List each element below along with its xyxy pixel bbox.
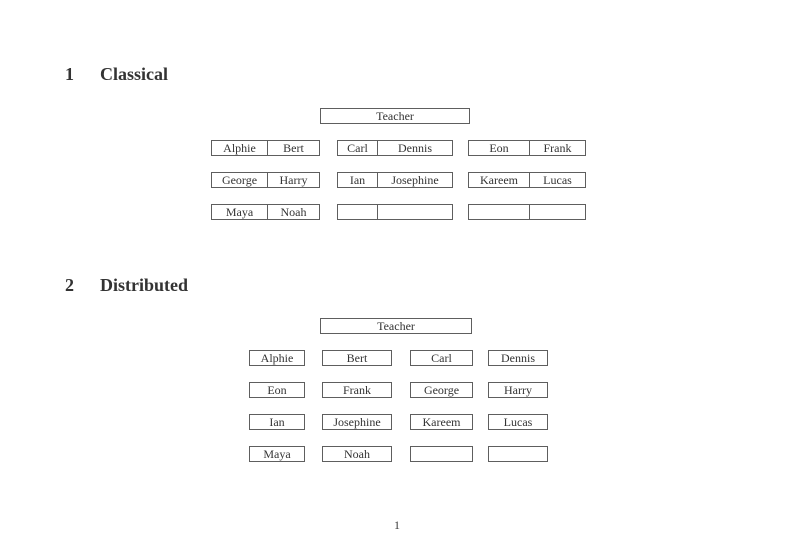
desk: Eon Frank xyxy=(468,140,586,156)
seat-empty xyxy=(469,205,530,219)
seat-box: Dennis xyxy=(488,350,548,366)
section-title: Classical xyxy=(100,64,169,84)
section-title: Distributed xyxy=(100,275,189,295)
seat-box: Noah xyxy=(322,446,392,462)
desk: George Harry xyxy=(211,172,320,188)
desk: Alphie Bert xyxy=(211,140,320,156)
seat: George xyxy=(212,173,268,187)
desk-empty xyxy=(468,204,586,220)
seat: Ian xyxy=(338,173,378,187)
seat-box: Eon xyxy=(249,382,305,398)
seat-box-empty xyxy=(410,446,473,462)
seat-box: George xyxy=(410,382,473,398)
seat-box: Maya xyxy=(249,446,305,462)
desk: Maya Noah xyxy=(211,204,320,220)
seat-empty xyxy=(378,205,452,219)
section-number: 2 xyxy=(65,275,74,295)
section-number: 1 xyxy=(65,64,74,84)
page-number: 1 xyxy=(394,518,400,532)
seat-empty xyxy=(530,205,585,219)
seat: Maya xyxy=(212,205,268,219)
seat: Eon xyxy=(469,141,530,155)
seat-box: Lucas xyxy=(488,414,548,430)
seat: Noah xyxy=(280,205,307,219)
section-heading-distributed: 2 Distributed xyxy=(65,276,188,295)
teacher-box-classical: Teacher xyxy=(320,108,470,124)
seat: Kareem xyxy=(469,173,530,187)
desk: Kareem Lucas xyxy=(468,172,586,188)
desk: Ian Josephine xyxy=(337,172,453,188)
seat-box: Harry xyxy=(488,382,548,398)
seat: Bert xyxy=(283,141,304,155)
seat: Lucas xyxy=(543,173,572,187)
seat-box: Ian xyxy=(249,414,305,430)
seat-box: Josephine xyxy=(322,414,392,430)
seat: Frank xyxy=(543,141,572,155)
seat: Carl xyxy=(338,141,378,155)
desk-empty xyxy=(337,204,453,220)
seat-box: Alphie xyxy=(249,350,305,366)
seat: Josephine xyxy=(391,173,439,187)
seat-box-empty xyxy=(488,446,548,462)
seat-box: Frank xyxy=(322,382,392,398)
seat: Dennis xyxy=(398,141,432,155)
seat: Alphie xyxy=(212,141,268,155)
section-heading-classical: 1 Classical xyxy=(65,65,168,84)
seat-box: Kareem xyxy=(410,414,473,430)
seat-empty xyxy=(338,205,378,219)
desk: Carl Dennis xyxy=(337,140,453,156)
seat: Harry xyxy=(279,173,308,187)
seat-box: Carl xyxy=(410,350,473,366)
seat-box: Bert xyxy=(322,350,392,366)
teacher-box-distributed: Teacher xyxy=(320,318,472,334)
